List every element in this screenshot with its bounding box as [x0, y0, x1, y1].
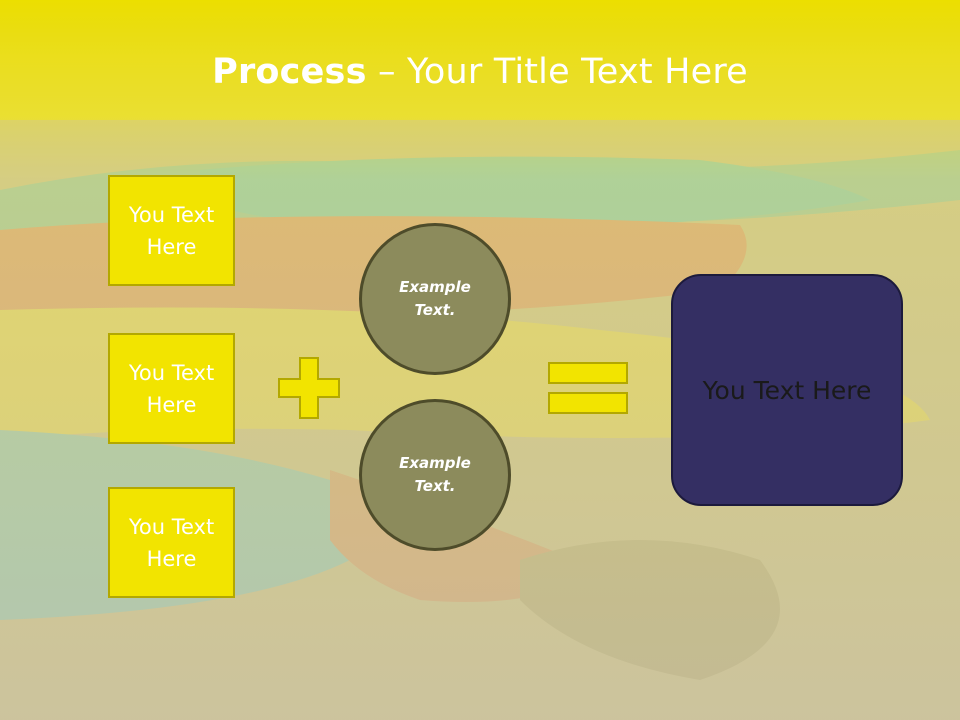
example-circle-2: Example Text.	[359, 399, 511, 551]
slide-title: Process – Your Title Text Here	[0, 52, 960, 92]
example-circle-1: Example Text.	[359, 223, 511, 375]
title-bold: Process	[212, 52, 367, 92]
plus-icon	[278, 357, 340, 419]
equals-icon	[548, 362, 628, 414]
input-box-1: You Text Here	[108, 175, 235, 286]
result-box: You Text Here	[671, 274, 903, 506]
input-box-2: You Text Here	[108, 333, 235, 444]
title-rest: – Your Title Text Here	[366, 52, 748, 92]
input-box-3: You Text Here	[108, 487, 235, 598]
